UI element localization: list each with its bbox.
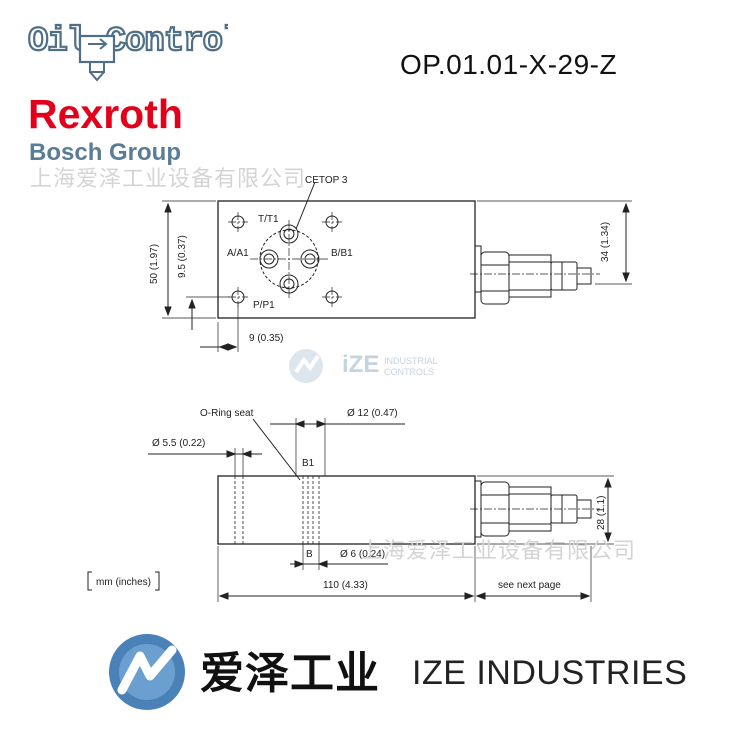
label-b: B [306, 549, 313, 560]
ize-watermark-controls: CONTROLS [384, 367, 435, 377]
ize-watermark-industrial: INDUSTRIAL [384, 356, 438, 366]
label-units: mm (inches) [96, 577, 151, 588]
valve-symbol-icon [78, 34, 116, 64]
bosch-group-logo: Bosch Group [29, 139, 182, 166]
oil-control-logo: Oil Control [28, 22, 228, 82]
ize-watermark-text: iZE [342, 351, 380, 378]
label-oring: O-Ring seat [200, 408, 254, 419]
label-cetop: CETOP 3 [305, 175, 348, 186]
watermark-company-bottom: 上海爱泽工业设备有限公司 [360, 538, 637, 563]
top-view-ports [231, 215, 339, 304]
brand-chinese: 爱泽工业 [200, 649, 380, 698]
dim-dia-6: Ø 6 (0.24) [340, 549, 385, 560]
dim-right: 34 (1.34) [600, 222, 611, 262]
side-view-body [217, 475, 476, 545]
dim-height: 50 (1.97) [149, 244, 160, 284]
label-port-t: T/T1 [258, 214, 279, 225]
ize-logo-icon [109, 634, 185, 710]
dim-dia-5-5: Ø 5.5 (0.22) [152, 438, 205, 449]
part-number: OP.01.01-X-29-Z [400, 49, 618, 80]
rexroth-logo: Rexroth [28, 91, 183, 137]
dim-110: 110 (4.33) [323, 580, 368, 591]
label-see-next: see next page [498, 580, 561, 591]
watermark-company-top: 上海爱泽工业设备有限公司 [30, 166, 307, 191]
label-port-p: P/P1 [253, 300, 275, 311]
dim-dia-12: Ø 12 (0.47) [347, 408, 398, 419]
dim-port-offset: 9.5 (0.37) [177, 235, 188, 278]
label-port-b: B/B1 [331, 248, 353, 259]
ize-watermark-icon [289, 349, 323, 383]
top-view-fitting [474, 245, 592, 305]
oil-control-logo-text: Oil Control [28, 23, 228, 61]
brand-english: IZE INDUSTRIES [412, 654, 688, 692]
label-b1: B1 [302, 458, 315, 469]
dim-bottom: 9 (0.35) [249, 333, 283, 344]
dim-28: 28 (1.1) [596, 496, 607, 530]
label-port-a: A/A1 [227, 248, 249, 259]
